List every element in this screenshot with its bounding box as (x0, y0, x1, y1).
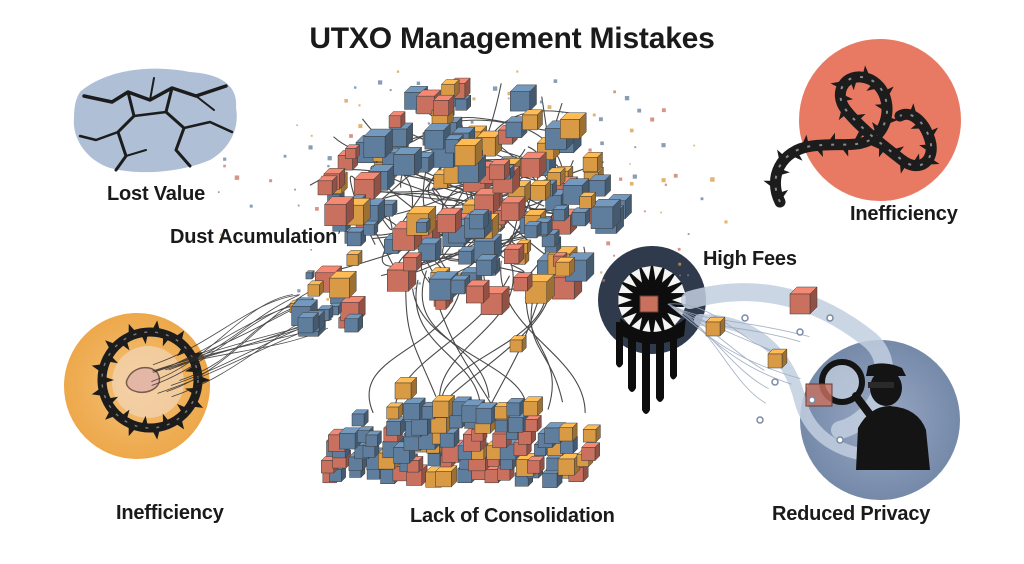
utxo-cube (415, 218, 431, 234)
utxo-cube (297, 311, 319, 334)
utxo-cube (474, 187, 501, 215)
utxo-cube (579, 191, 597, 209)
page-title: UTXO Management Mistakes (309, 22, 715, 55)
utxo-cube (440, 79, 460, 98)
thorn-ring-icon (64, 313, 210, 459)
utxo-cube (363, 128, 394, 159)
utxo-cube (590, 198, 622, 230)
trail-nodes (741, 314, 844, 444)
utxo-cube (552, 204, 570, 222)
utxo-cube (475, 254, 498, 277)
utxo-cube (546, 167, 566, 187)
utxo-cube (385, 416, 406, 437)
label-high-fees: High Fees (703, 248, 797, 270)
utxo-cube (346, 249, 363, 267)
utxo-cube (432, 394, 456, 418)
utxo-cube (436, 207, 463, 234)
utxo-cube (789, 286, 818, 315)
toothed-mouth-icon (598, 246, 706, 414)
label-inefficiency-bottom: Inefficiency (116, 502, 224, 524)
utxo-cube (328, 270, 357, 299)
utxo-cube (581, 442, 601, 462)
utxo-cube (524, 414, 542, 433)
utxo-cube (386, 402, 404, 420)
utxo-cube (534, 217, 553, 236)
utxo-cube (767, 348, 788, 369)
utxo-cube (393, 146, 423, 176)
utxo-cube (450, 274, 471, 295)
utxo-cube (558, 422, 578, 442)
label-dust-accumulation: Dust Acumulation (170, 226, 338, 248)
label-lack-of-consolidation: Lack of Consolidation (410, 505, 615, 527)
utxo-cube (524, 220, 542, 239)
utxo-cube (439, 427, 460, 448)
utxo-cube (530, 179, 552, 201)
utxo-cube (435, 465, 458, 488)
utxo-cube (465, 279, 490, 304)
utxo-cube (522, 396, 544, 417)
utxo-cube (506, 397, 525, 417)
utxo-cube (307, 280, 324, 297)
utxo-cube (344, 313, 364, 333)
utxo-cube (363, 220, 379, 236)
utxo-cube (418, 237, 442, 262)
utxo-cube (488, 159, 511, 181)
utxo-cube (324, 196, 355, 227)
utxo-cube (432, 94, 455, 117)
utxo-cube (475, 402, 498, 425)
label-lost-value: Lost Value (107, 183, 206, 205)
cracked-ground-icon (73, 68, 237, 173)
label-reduced-privacy: Reduced Privacy (772, 503, 931, 525)
utxo-cube (305, 270, 315, 280)
utxo-cube (509, 84, 538, 112)
utxo-cube (344, 144, 361, 160)
utxo-cube (406, 455, 424, 473)
utxo-cube (571, 207, 591, 227)
utxo-cube (346, 226, 367, 247)
thorny-vine-icon (763, 39, 961, 208)
utxo-cube (351, 409, 369, 427)
utxo-cube (457, 246, 477, 265)
spy-magnifier-icon (681, 283, 960, 500)
utxo-cube (582, 151, 604, 173)
utxo-cube (521, 109, 544, 131)
utxo-cube (555, 256, 576, 277)
utxo-cube (317, 175, 338, 196)
utxo-cube (513, 272, 533, 292)
utxo-cube (394, 376, 418, 400)
utxo-cube (424, 123, 451, 150)
utxo-cube (520, 151, 547, 178)
utxo-cube (557, 452, 581, 476)
utxo-cube (562, 178, 590, 206)
utxo-cubes (289, 77, 818, 489)
utxo-cube (402, 252, 422, 272)
utxo-cube (705, 316, 726, 337)
utxo-cube (526, 455, 545, 474)
utxo-cube (503, 243, 525, 265)
utxo-cube (559, 112, 587, 140)
utxo-cube (509, 335, 527, 353)
utxo-cube (500, 196, 526, 222)
utxo-cube (388, 111, 406, 129)
utxo-cube (365, 430, 383, 448)
utxo-cube (328, 302, 342, 316)
label-inefficiency-top: Inefficiency (850, 203, 958, 225)
utxo-cube (468, 209, 490, 230)
utxo-cube (454, 137, 483, 167)
utxo-cube (582, 424, 601, 443)
